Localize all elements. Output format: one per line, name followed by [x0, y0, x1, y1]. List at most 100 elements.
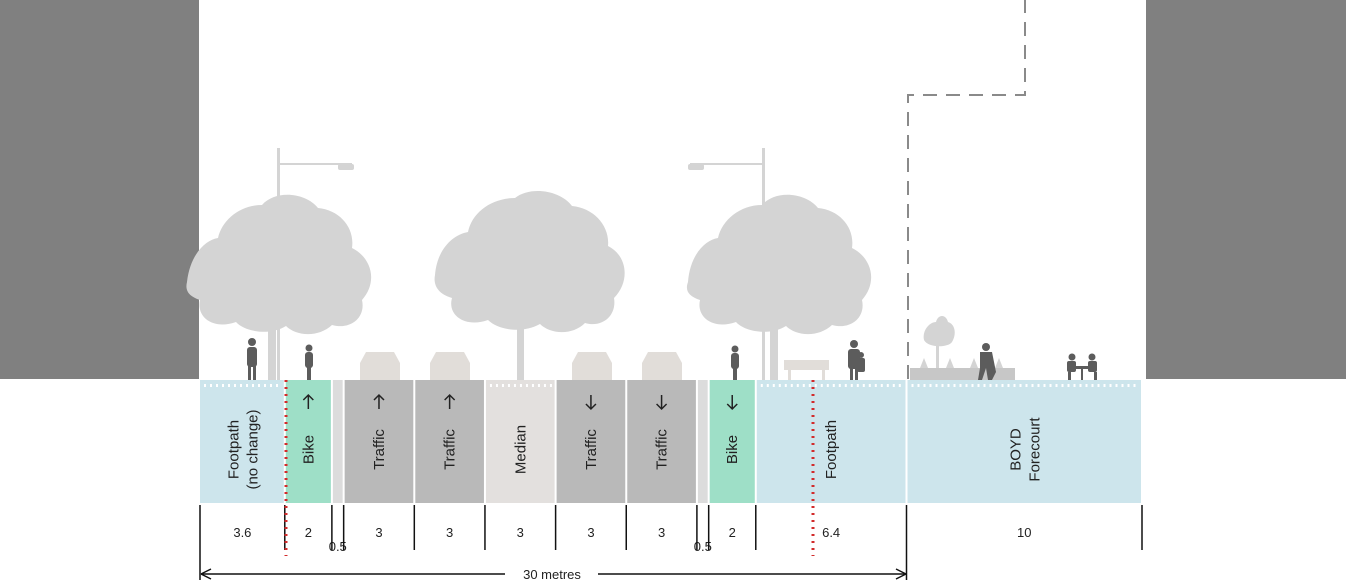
kerb-dot — [1079, 384, 1082, 387]
kerb-dot — [820, 384, 823, 387]
lane-label: Footpath(no change) — [225, 409, 261, 489]
lane-label: Traffic — [371, 429, 388, 470]
arrow-up-icon — [302, 393, 314, 409]
kerb-dot — [543, 384, 546, 387]
kerb-dot — [929, 384, 932, 387]
kerb-dot — [953, 384, 956, 387]
car-icon — [642, 352, 682, 380]
car-icon — [572, 352, 612, 380]
dimension-label: 3 — [517, 525, 524, 540]
kerb-dot — [1037, 384, 1040, 387]
kerb-dot — [965, 384, 968, 387]
lane-gap-left — [332, 380, 343, 503]
kerb-dot — [856, 384, 859, 387]
planter-box — [910, 358, 1015, 380]
kerb-dot — [264, 384, 266, 387]
total-width-label: 30 metres — [523, 567, 581, 582]
kerb-dot — [886, 384, 889, 387]
kerb-dot — [228, 384, 230, 387]
kerb-dot — [1013, 384, 1016, 387]
kerb-dot — [1109, 384, 1112, 387]
kerb-dot — [1055, 384, 1058, 387]
kerb-dot — [1049, 384, 1052, 387]
kerb-dot — [204, 384, 206, 387]
arrow-right-icon — [895, 568, 907, 580]
kerb-dot — [977, 384, 980, 387]
kerb-markings — [204, 384, 1136, 387]
kerb-dot — [537, 384, 540, 387]
kerb-dot — [531, 384, 534, 387]
cafe-seating-icon — [1067, 353, 1097, 380]
kerb-dot — [1019, 384, 1022, 387]
kerb-dot — [911, 384, 914, 387]
lane-label: Traffic — [654, 429, 671, 470]
dimension-label: 0.5 — [694, 539, 712, 554]
tree-right — [686, 194, 872, 380]
bench-icon — [784, 360, 829, 380]
cyclist-icon — [305, 344, 313, 380]
kerb-dot — [874, 384, 877, 387]
arrow-up-icon — [373, 393, 385, 409]
kerb-dot — [513, 384, 516, 387]
kerb-dot — [1097, 384, 1100, 387]
lane-boyd-forecourt — [907, 380, 1141, 503]
kerb-dot — [1007, 384, 1010, 387]
kerb-dot — [270, 384, 272, 387]
kerb-dot — [784, 384, 787, 387]
dimension-label: 3.6 — [233, 525, 251, 540]
kerb-dot — [210, 384, 212, 387]
pedestrian-group-icon — [848, 340, 865, 380]
lane-gap-right — [697, 380, 708, 503]
kerb-dot — [1031, 384, 1034, 387]
kerb-dot — [838, 384, 841, 387]
kerb-dot — [850, 384, 853, 387]
kerb-dot — [941, 384, 944, 387]
kerb-dot — [240, 384, 242, 387]
kerb-dot — [917, 384, 920, 387]
dimension-label: 2 — [305, 525, 312, 540]
kerb-dot — [832, 384, 835, 387]
kerb-dot — [258, 384, 260, 387]
kerb-dot — [796, 384, 799, 387]
lane-strip: Footpath(no change) Bike Traffic Traffic Med… — [200, 380, 1141, 503]
kerb-dot — [1043, 384, 1046, 387]
kerb-dot — [1133, 384, 1136, 387]
setback-outline — [907, 0, 1026, 379]
kerb-dot — [826, 384, 829, 387]
lane-label: Median — [512, 425, 529, 474]
tree-forecourt — [923, 316, 955, 368]
tree-middle — [434, 191, 625, 380]
kerb-dot — [222, 384, 224, 387]
lane-label: Traffic — [442, 429, 459, 470]
lane-label: Bike — [300, 435, 317, 464]
kerb-dot — [525, 384, 528, 387]
dimension-label: 2 — [729, 525, 736, 540]
kerb-dot — [983, 384, 986, 387]
dimension-label: 6.4 — [822, 525, 840, 540]
building-left — [0, 0, 199, 379]
kerb-dot — [489, 384, 492, 387]
kerb-dot — [246, 384, 248, 387]
kerb-dot — [216, 384, 218, 387]
kerb-dot — [1085, 384, 1088, 387]
kerb-dot — [1127, 384, 1130, 387]
arrow-down-icon — [726, 395, 738, 411]
arrow-left-icon — [200, 568, 212, 580]
total-dimension: 30 metres — [200, 567, 907, 582]
building-right — [1146, 0, 1346, 379]
lane-label: Footpath — [823, 420, 840, 479]
dimension-label: 10 — [1017, 525, 1031, 540]
kerb-dot — [1115, 384, 1118, 387]
kerb-dot — [276, 384, 278, 387]
kerb-dot — [1001, 384, 1004, 387]
kerb-dot — [868, 384, 871, 387]
cyclist-icon — [731, 345, 739, 380]
tree-left — [186, 194, 372, 380]
dimension-label: 3 — [658, 525, 665, 540]
kerb-dot — [995, 384, 998, 387]
kerb-dot — [507, 384, 510, 387]
kerb-dot — [1025, 384, 1028, 387]
kerb-dot — [760, 384, 763, 387]
